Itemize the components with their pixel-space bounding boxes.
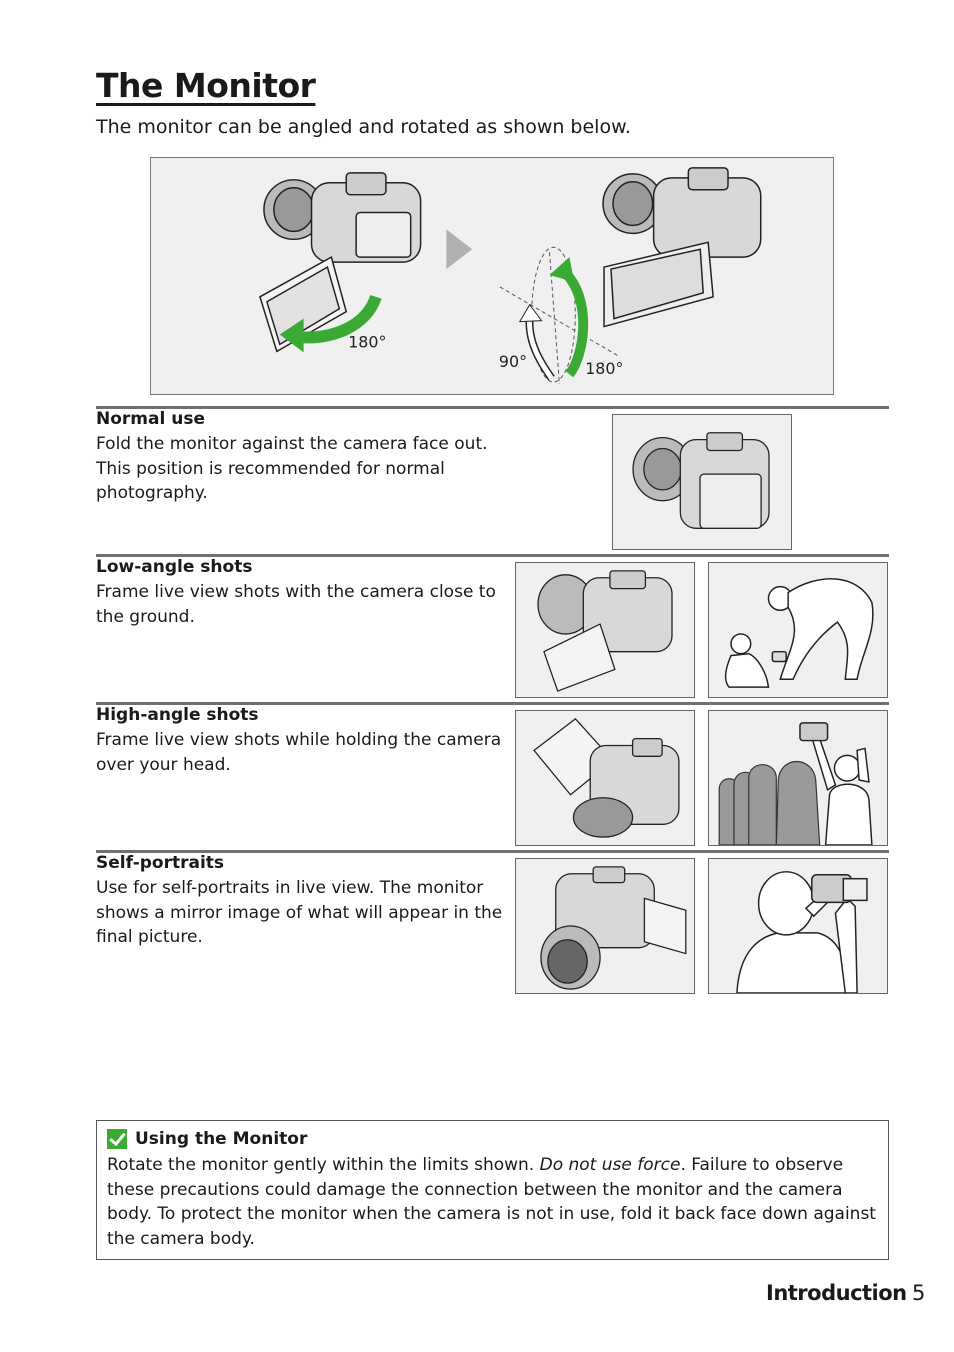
section-body-self-portraits: Use for self-portraits in live view. The… (96, 878, 503, 947)
note-box: Using the Monitor Rotate the monitor gen… (96, 1120, 889, 1260)
normal-use-camera-image (612, 414, 792, 550)
note-body: Rotate the monitor gently within the lim… (107, 1155, 876, 1249)
angle-label-90: 90° (499, 352, 527, 371)
section-body-high-angle: Frame live view shots while holding the … (96, 730, 502, 775)
arrow-icon (446, 229, 473, 270)
section-body-low-angle: Frame live view shots with the camera cl… (96, 582, 496, 627)
note-title: Using the Monitor (135, 1129, 308, 1149)
section-body-normal-use: Fold the monitor against the camera face… (96, 434, 488, 503)
high-angle-camera-image (515, 710, 695, 846)
high-angle-crowd-image (708, 710, 888, 846)
low-angle-person-image (708, 562, 888, 698)
check-icon (107, 1129, 127, 1149)
section-title-normal-use: Normal use (96, 409, 205, 429)
low-angle-camera-image (515, 562, 695, 698)
intro-text: The monitor can be angled and rotated as… (96, 116, 631, 138)
section-divider (96, 850, 889, 853)
section-divider (96, 554, 889, 557)
section-title-self-portraits: Self-portraits (96, 853, 225, 873)
angle-label-180-left: 180° (348, 332, 386, 351)
camera-illustration-left (259, 172, 422, 353)
angle-label-180-right: 180° (585, 359, 623, 378)
section-title-high-angle: High-angle shots (96, 705, 259, 725)
self-portrait-camera-image (515, 858, 695, 994)
section-divider (96, 406, 889, 409)
note-header: Using the Monitor (107, 1127, 878, 1151)
footer-section-name: Introduction (766, 1281, 907, 1305)
monitor-rotation-figure: 180° 90° 180° (150, 157, 834, 395)
self-portrait-person-image (708, 858, 888, 994)
monitor-rotation-illustration: 180° 90° 180° (259, 167, 762, 385)
page-number: 5 (912, 1281, 926, 1305)
page-title: The Monitor (96, 66, 316, 105)
section-divider (96, 702, 889, 705)
camera-illustration-right (602, 167, 762, 328)
section-title-low-angle: Low-angle shots (96, 557, 253, 577)
